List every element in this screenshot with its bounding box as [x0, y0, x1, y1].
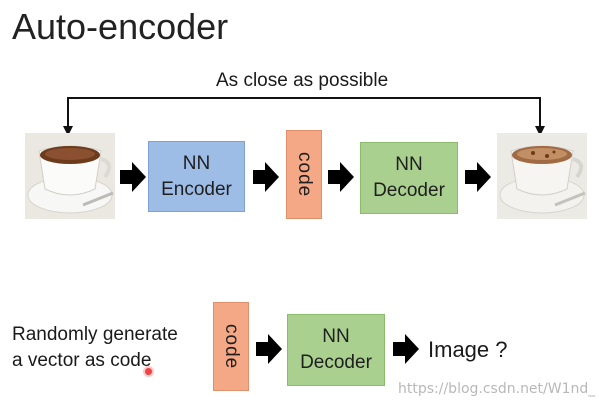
code-label: code	[221, 323, 242, 370]
feedback-connector	[63, 97, 545, 136]
code-label: code	[294, 151, 315, 198]
decoder-line1: NN	[322, 326, 350, 347]
feedback-label: As close as possible	[216, 70, 389, 91]
watermark: https://blog.csdn.net/W1nd_	[398, 381, 596, 397]
arrow-icon	[328, 162, 354, 192]
arrow-icon	[253, 162, 279, 192]
decoder-line1: NN	[395, 154, 423, 175]
arrow-icon	[465, 162, 491, 192]
encoder-line1: NN	[182, 152, 211, 174]
code-box-generated: code	[213, 302, 249, 391]
random-line2: a vector as code	[12, 350, 152, 371]
arrow-icon	[256, 334, 282, 364]
image-question-text: Image ?	[428, 337, 508, 362]
arrow-icon	[120, 162, 146, 192]
arrow-icon	[393, 334, 419, 364]
code-box: code	[286, 130, 322, 219]
input-coffee-cup-image	[25, 133, 115, 219]
decoder-line2: Decoder	[300, 352, 372, 373]
output-coffee-cup-image	[497, 133, 587, 219]
random-line1: Randomly generate	[12, 324, 178, 345]
decoder-line2: Decoder	[373, 180, 445, 201]
random-vector-text: Randomly generate a vector as code	[12, 322, 178, 374]
nn-decoder-box-generated: NN Decoder	[287, 314, 385, 386]
nn-encoder-box: NN Encoder	[148, 141, 245, 212]
nn-decoder-box: NN Decoder	[360, 142, 458, 214]
slide-title: Auto-encoder	[12, 6, 229, 47]
encoder-line2: Encoder	[161, 178, 232, 200]
pointer-dot-icon	[145, 368, 152, 375]
